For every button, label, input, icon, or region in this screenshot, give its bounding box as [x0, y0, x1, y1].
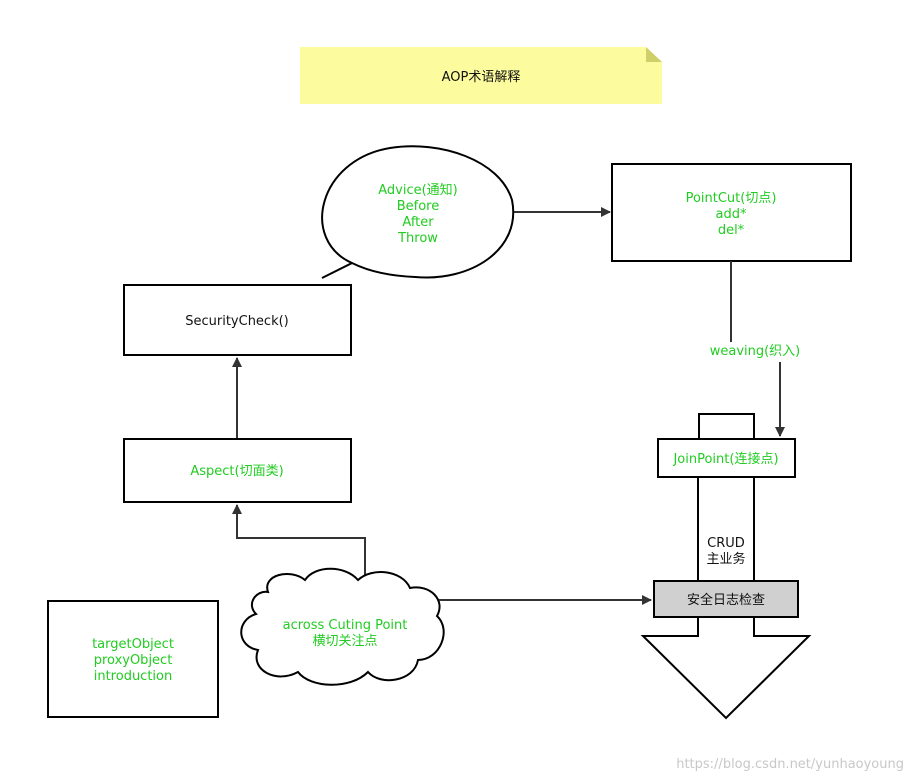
terms-line: introduction [94, 669, 173, 684]
joinpoint-box: JoinPoint(连接点) [657, 438, 796, 478]
business-flow-arrow [640, 413, 812, 720]
aspect-label: Aspect(切面类) [190, 464, 283, 479]
advice-line: Throw [397, 231, 438, 246]
title-note-text: AOP术语解释 [442, 70, 521, 85]
joinpoint-label: JoinPoint(连接点) [672, 451, 778, 467]
watermark: https://blog.csdn.net/yunhaoyoung [676, 757, 904, 772]
pointcut-box: PointCut(切点) add* del* [611, 163, 852, 262]
terms-line: proxyObject [94, 653, 173, 668]
advice-line: Before [397, 199, 440, 214]
crud-line: CRUD [707, 536, 745, 551]
title-note: AOP术语解释 [300, 47, 662, 104]
crud-line: 主业务 [706, 551, 745, 567]
cross-cutting-line: across Cuting Point [283, 618, 408, 633]
advice-line: Advice(通知) [378, 182, 458, 198]
advice-bubble: Advice(通知) Before After Throw [321, 145, 515, 279]
security-check-label: SecurityCheck() [185, 314, 289, 329]
cross-cutting-line: 横切关注点 [312, 634, 377, 649]
pointcut-line: add* [716, 207, 747, 222]
security-log-label: 安全日志检查 [687, 592, 765, 608]
security-log-box: 安全日志检查 [653, 580, 799, 618]
weaving-label: weaving(织入) [710, 344, 801, 359]
pointcut-line: PointCut(切点) [686, 191, 777, 206]
terms-box: targetObject proxyObject introduction [47, 600, 219, 718]
pointcut-line: del* [718, 223, 745, 238]
aspect-box: Aspect(切面类) [123, 438, 352, 503]
security-check-box: SecurityCheck() [123, 284, 352, 356]
advice-line: After [402, 215, 434, 230]
terms-line: targetObject [92, 637, 174, 652]
cloud-to-aspect-arrow [232, 504, 366, 576]
cross-cutting-cloud: across Cuting Point 横切关注点 [240, 567, 445, 686]
